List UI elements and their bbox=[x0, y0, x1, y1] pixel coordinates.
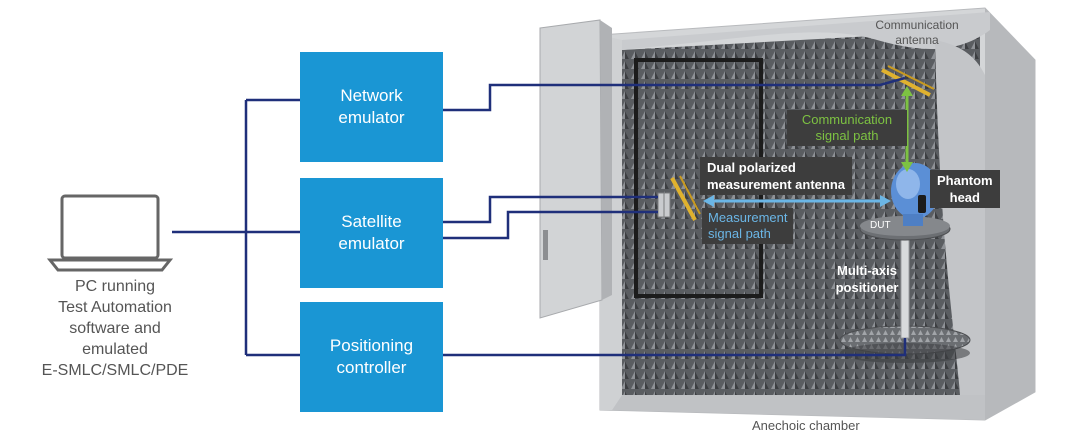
dut-phone bbox=[918, 195, 926, 213]
chamber-door bbox=[539, 19, 612, 319]
measurement-signal-path-label: Measurement signal path bbox=[702, 208, 794, 244]
laptop-icon bbox=[46, 194, 174, 272]
measurement-antenna bbox=[657, 175, 701, 221]
communication-antenna-label: Communication antenna bbox=[875, 18, 959, 47]
connection-wires bbox=[172, 76, 907, 357]
phantom-head-label: Phantom head bbox=[930, 170, 1000, 208]
network-emulator-box: Network emulator bbox=[300, 52, 443, 162]
measurement-signal-path bbox=[703, 195, 891, 207]
wire-satellite-antenna-1 bbox=[443, 195, 658, 224]
wire-satellite-antenna-2 bbox=[443, 210, 658, 240]
dual-polarized-antenna-label: Dual polarized measurement antenna bbox=[700, 157, 852, 195]
communication-signal-path bbox=[901, 86, 913, 172]
communication-signal-path-label: Communication signal path bbox=[787, 110, 907, 146]
anechoic-chamber-label: Anechoic chamber bbox=[752, 418, 860, 433]
wire-network-antenna bbox=[443, 76, 906, 112]
satellite-emulator-box: Satellite emulator bbox=[300, 178, 443, 288]
positioning-controller-box: Positioning controller bbox=[300, 302, 443, 412]
pc-caption: PC running Test Automation software and … bbox=[41, 278, 189, 379]
phantom-head bbox=[891, 163, 939, 226]
multi-axis-positioner-label: Multi-axis positioner bbox=[835, 263, 899, 295]
dut-label: DUT bbox=[870, 220, 891, 231]
communication-antenna bbox=[881, 65, 935, 97]
wire-positioning-mast bbox=[443, 338, 907, 357]
